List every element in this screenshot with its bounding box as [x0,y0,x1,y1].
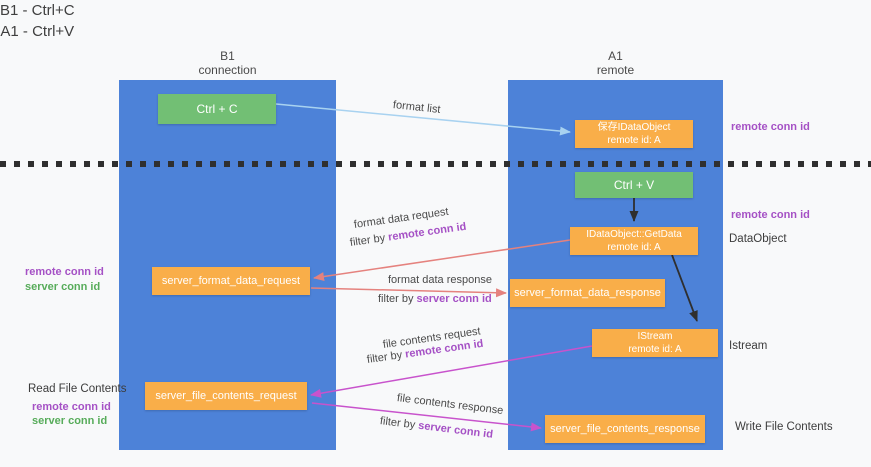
istream-line2: remote id: A [628,344,682,355]
title-line-2: A1 - Ctrl+V [0,23,75,40]
lane-a1-role: remote [596,63,635,77]
getdata-line1: IDataObject::GetData [586,229,682,240]
server-conn-id-text: server conn id [416,293,492,305]
server-file-contents-request-box: server_file_contents_request [145,382,307,410]
server-file-contents-response-box: server_file_contents_response [545,415,705,443]
server-file-contents-response-label: server_file_contents_response [550,423,700,435]
lane-b1-name: B1 [220,49,235,63]
istream-line1: IStream [637,331,673,342]
title-line-1: B1 - Ctrl+C [0,2,75,19]
server-format-data-request-box: server_format_data_request [152,267,310,295]
lane-a1-name: A1 [608,49,623,63]
remote-conn-id-annotation-left-2: remote conn id [32,401,111,413]
lane-header-a1: A1 remote [508,49,723,77]
read-file-contents-annotation: Read File Contents [28,383,127,395]
getdata-line2: remote id: A [607,242,661,253]
save-idataobject-line2: remote id: A [607,135,661,146]
ctrl-c-label: Ctrl + C [196,102,238,116]
filter-by-text: filter by [379,415,416,432]
server-conn-id-annotation-left-2: server conn id [32,415,108,427]
conn-id-pair-bottom: remote conn id server conn id [32,400,111,428]
format-list-label: format list [392,99,442,116]
server-file-contents-request-label: server_file_contents_request [155,390,297,402]
getdata-box: IDataObject::GetData remote id: A [570,227,698,255]
lane-header-b1: B1 connection [119,49,336,77]
lane-b1-role: connection [198,63,257,77]
remote-conn-id-annotation-top: remote conn id [731,121,810,133]
filter-server-conn-id-label-1: filter by server conn id [378,293,492,305]
conn-id-pair-top: remote conn id server conn id [25,265,104,295]
write-file-contents-annotation: Write File Contents [735,421,833,433]
istream-annotation: Istream [729,340,768,352]
file-contents-response-label: file contents response [396,392,504,417]
remote-conn-id-annotation-left: remote conn id [25,266,104,278]
save-idataobject-box: 保存IDataObject remote id: A [575,120,693,148]
ctrl-v-box: Ctrl + V [575,172,693,198]
filter-by-text: filter by [349,232,386,249]
filter-server-conn-id-label-2: filter by server conn id [379,415,493,441]
save-idataobject-line1: 保存IDataObject [597,122,671,133]
server-conn-id-annotation-left: server conn id [25,281,101,293]
ctrl-v-label: Ctrl + V [613,178,655,192]
format-data-response-label: format data response [388,274,492,286]
filter-by-text: filter by [366,349,403,366]
dataobject-annotation: DataObject [729,233,787,245]
server-format-data-response-box: server_format_data_response [510,279,665,307]
ctrl-c-box: Ctrl + C [158,94,276,124]
diagram-title: B1 - Ctrl+C A1 - Ctrl+V [0,0,75,42]
istream-box: IStream remote id: A [592,329,718,357]
server-format-data-response-label: server_format_data_response [514,287,661,299]
filter-by-text: filter by [378,293,414,305]
server-format-data-request-label: server_format_data_request [161,275,301,287]
server-conn-id-text: server conn id [417,419,494,441]
remote-conn-id-annotation-mid: remote conn id [731,209,810,221]
